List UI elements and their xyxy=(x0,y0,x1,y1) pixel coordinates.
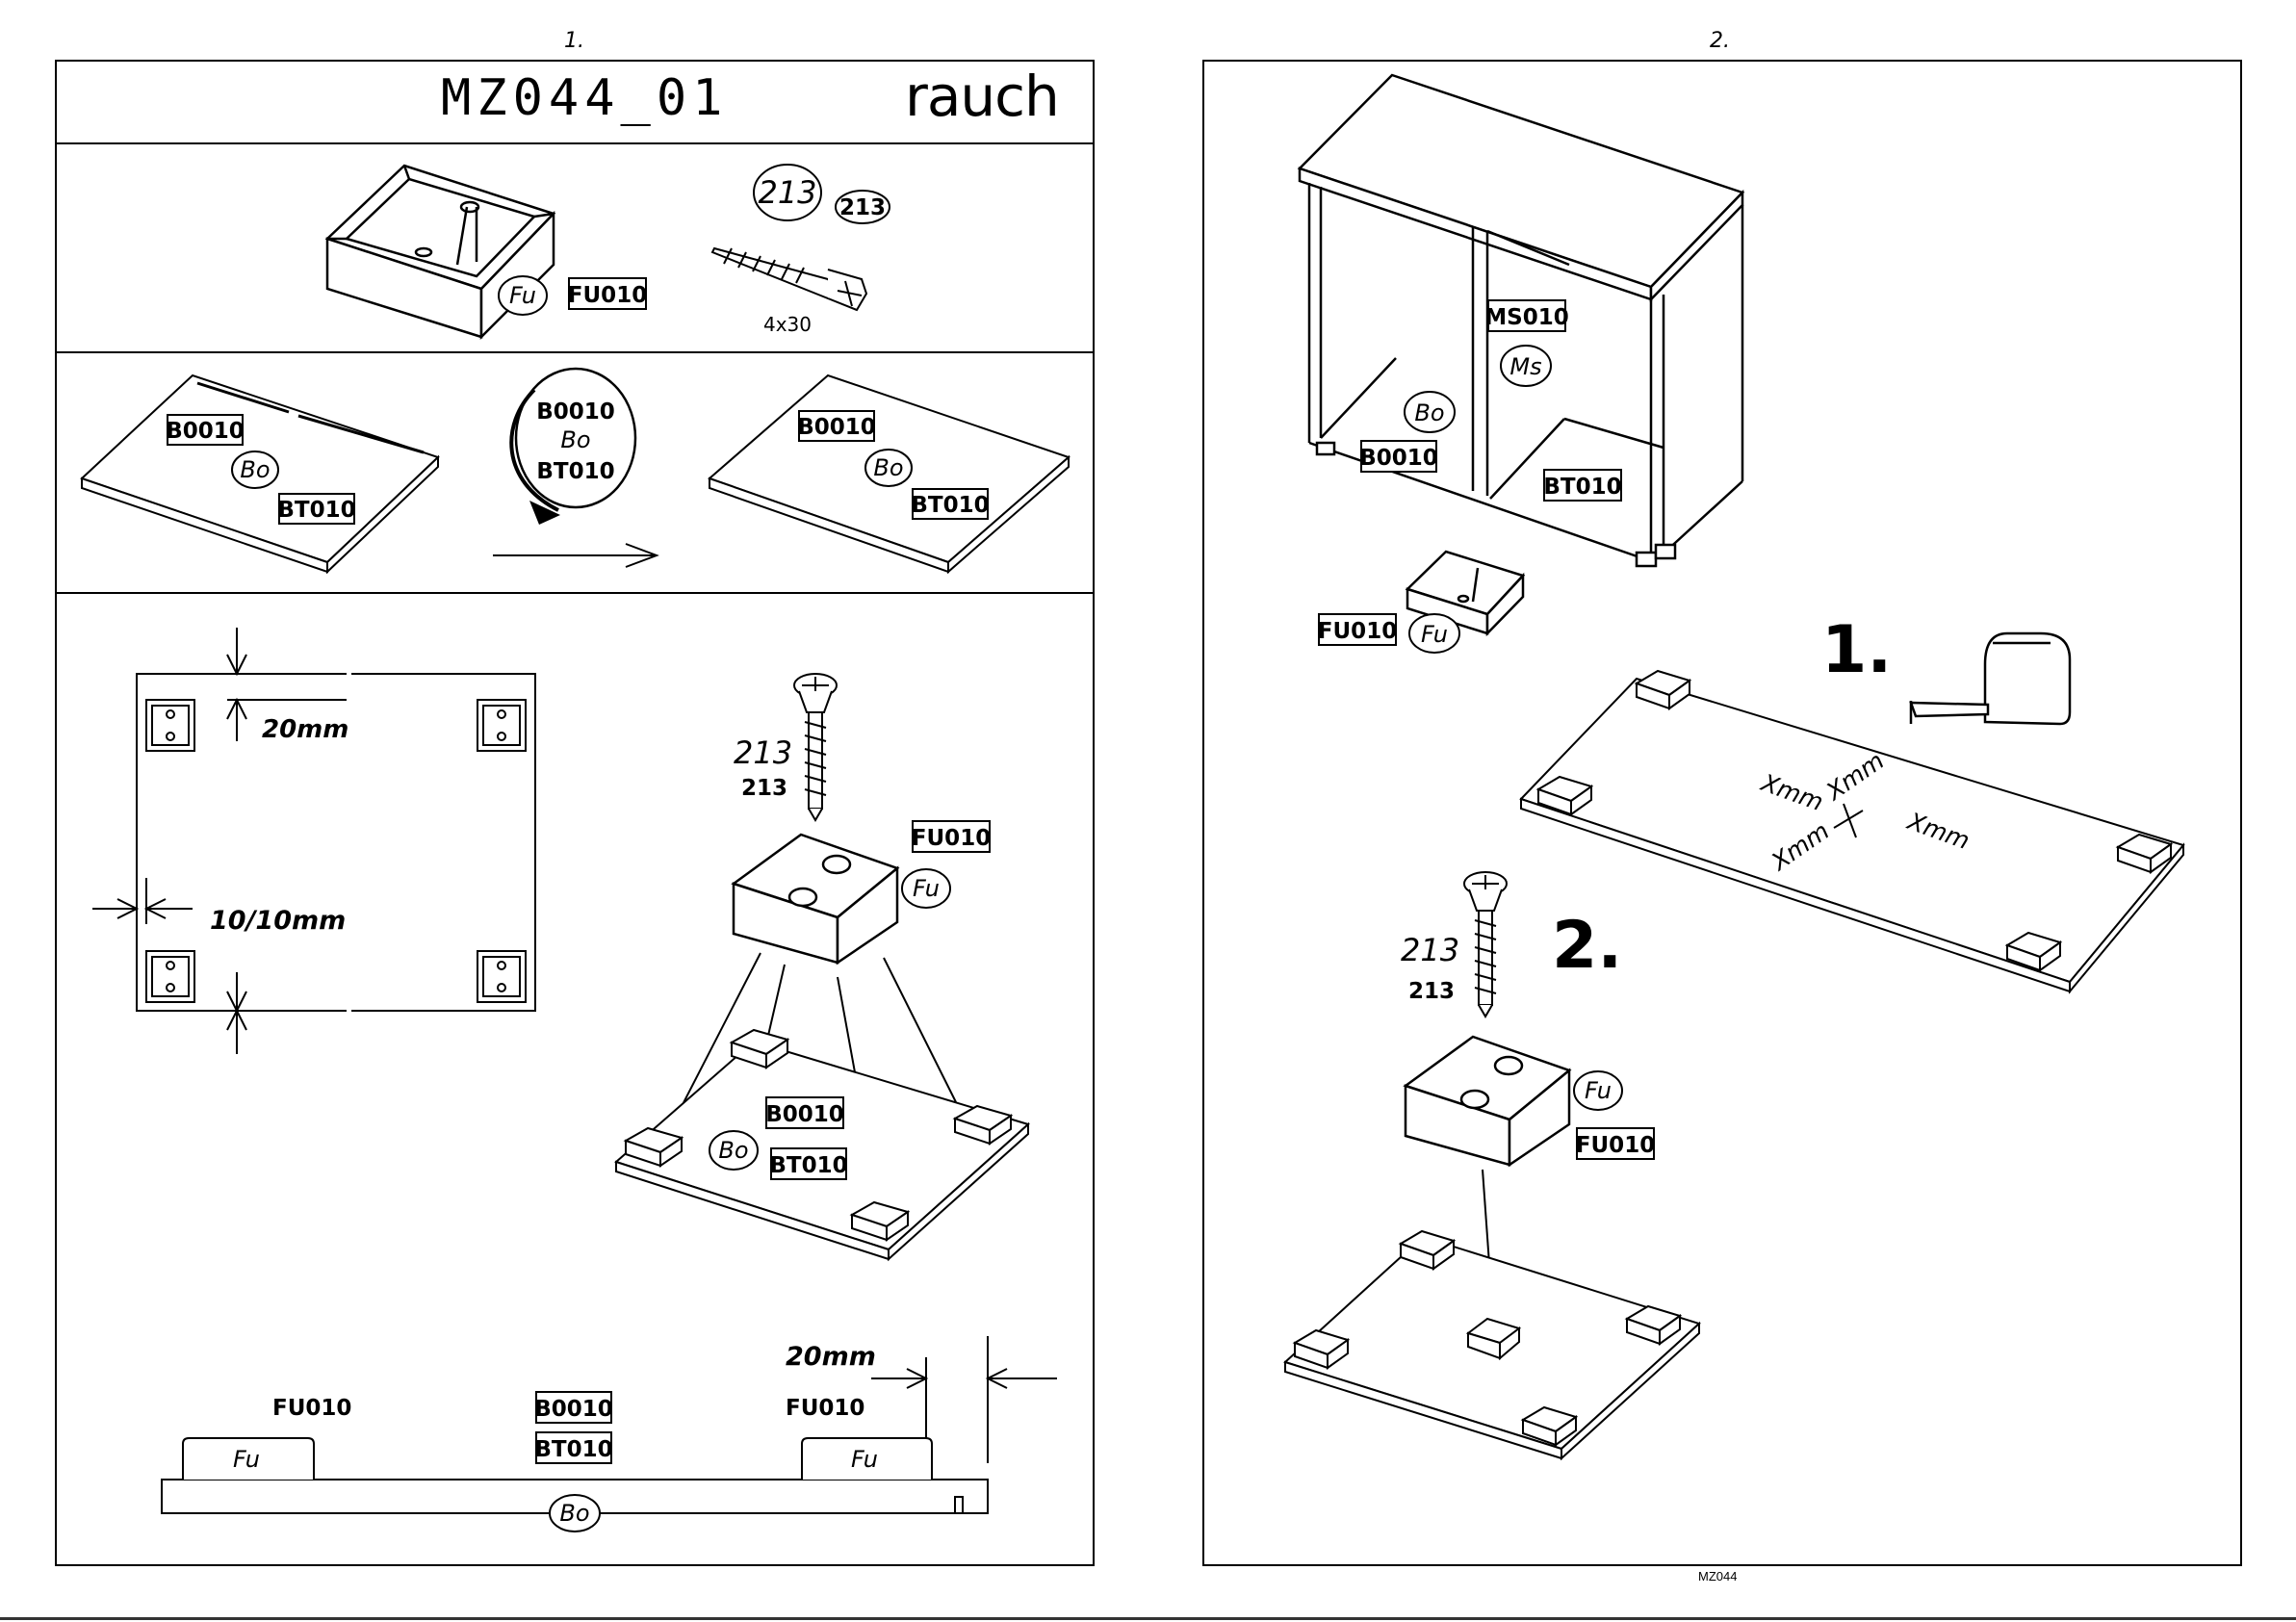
cabinet-bo-symbol: Bo xyxy=(1414,399,1444,426)
page2-fu-code: FU010 xyxy=(1318,619,1397,644)
page2-fu-symbol: Fu xyxy=(1421,621,1448,648)
step-1-number: 1. xyxy=(1821,612,1892,688)
page-bottom-rule xyxy=(0,1617,2296,1620)
page-footer-code: MZ044 xyxy=(1698,1569,1737,1583)
cabinet-board-code: B0010 xyxy=(1359,446,1438,471)
step-2-fu-code: FU010 xyxy=(1576,1133,1655,1158)
cabinet-ms-code: MS010 xyxy=(1484,305,1568,330)
step-2-screw-italic: 213 xyxy=(1401,932,1459,968)
step-2-screw xyxy=(1464,872,1507,1017)
cabinet-bottom-code: BT010 xyxy=(1543,475,1621,500)
cabinet-ms-symbol: Ms xyxy=(1509,353,1541,380)
step-2-screw-bold: 213 xyxy=(1408,979,1455,1004)
step-2-number: 2. xyxy=(1552,908,1622,984)
tape-measure-icon xyxy=(1911,633,2070,724)
step-2-foot xyxy=(1406,1037,1569,1165)
step-2-fu-symbol: Fu xyxy=(1585,1077,1612,1104)
